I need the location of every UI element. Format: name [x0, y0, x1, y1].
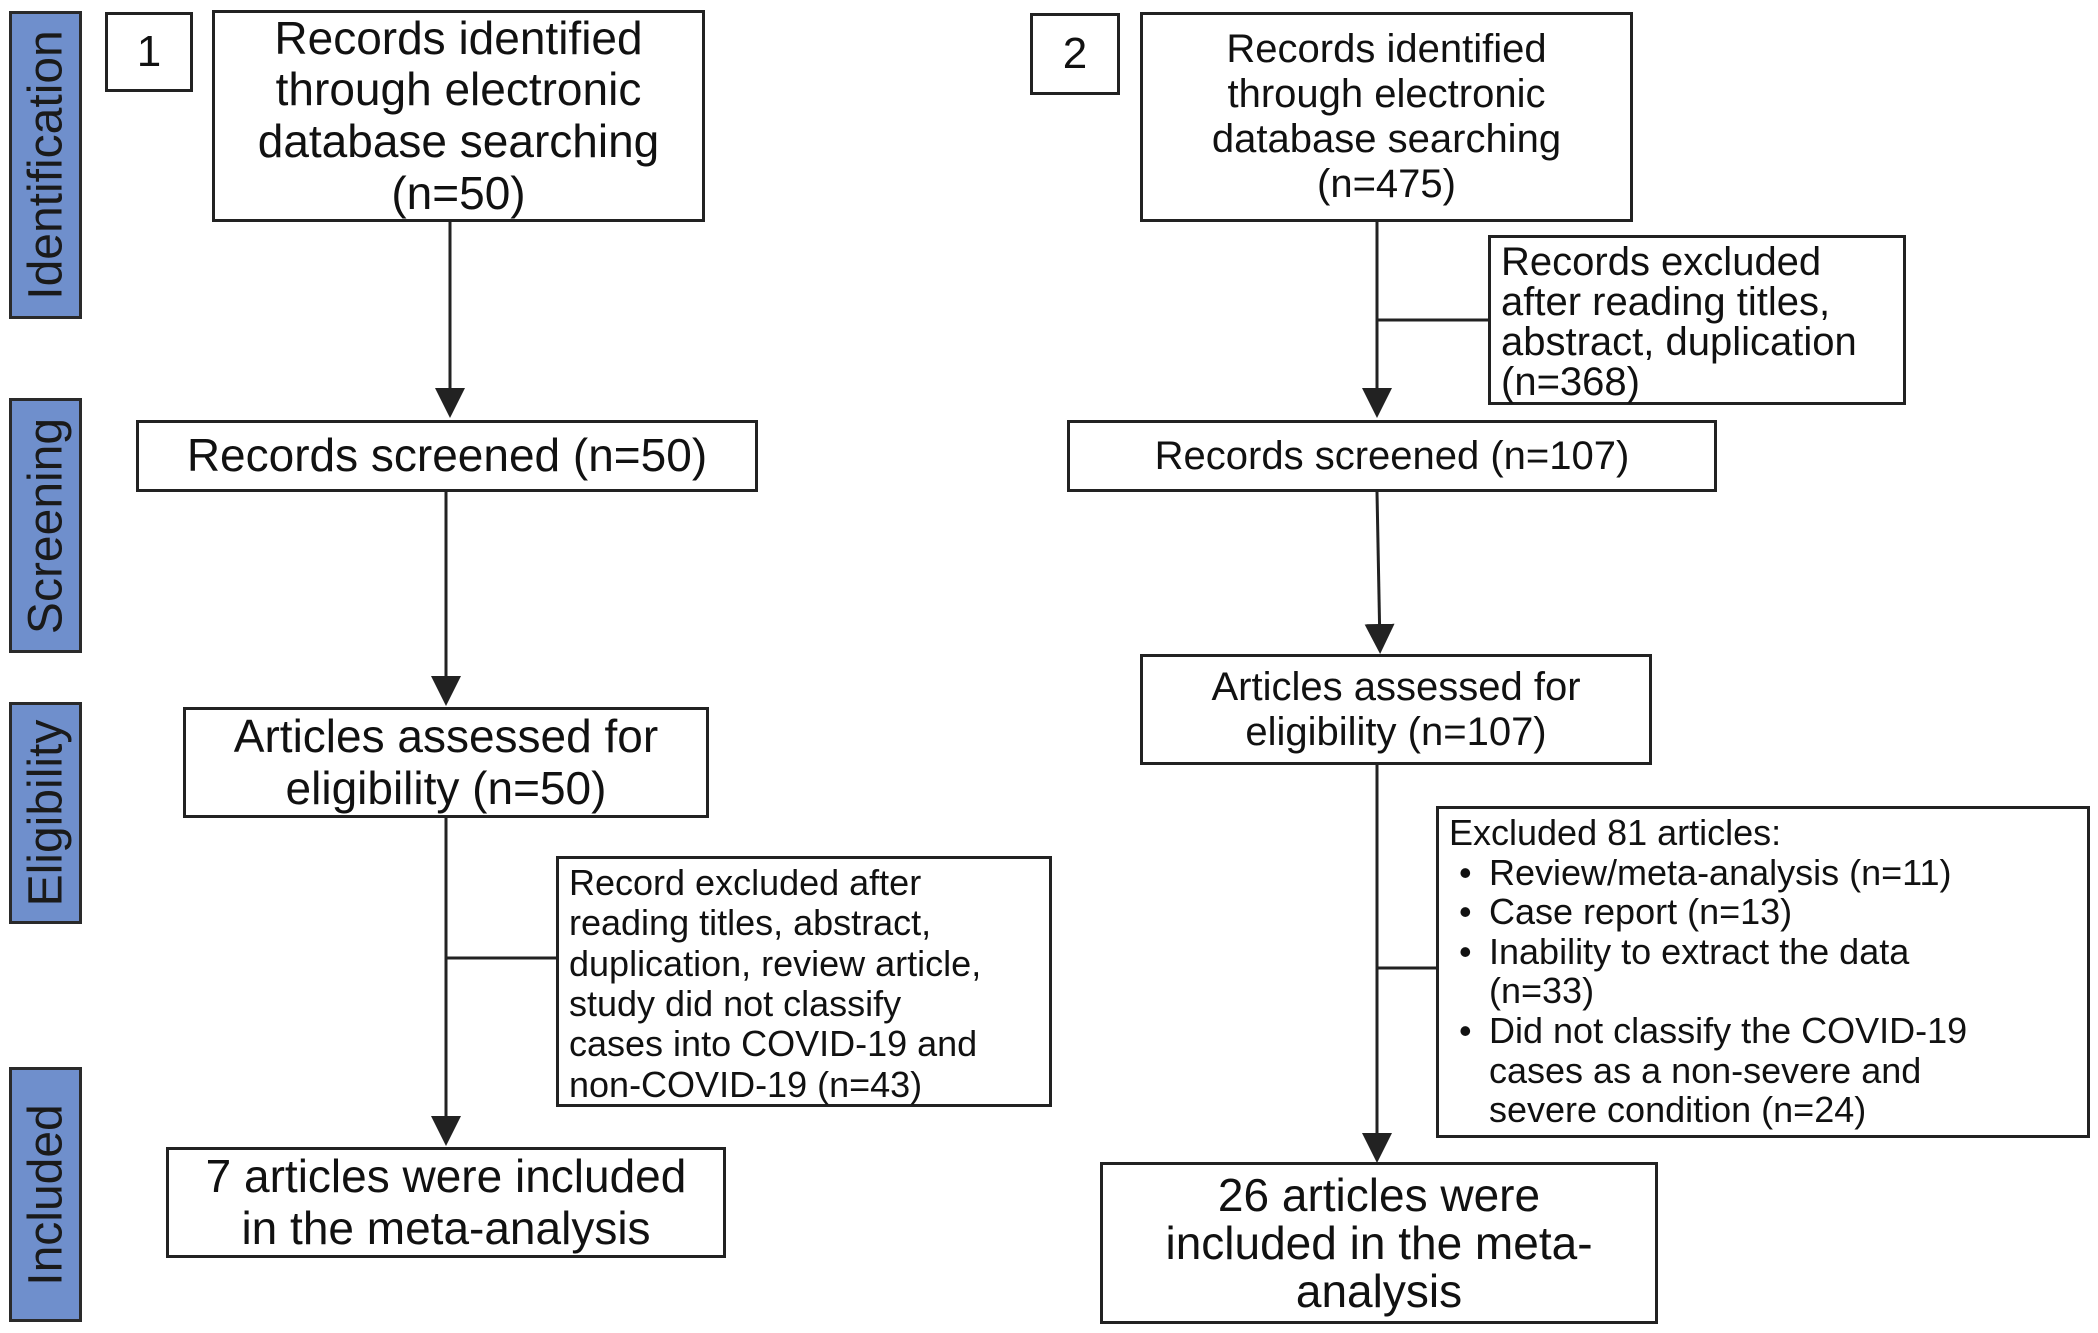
text-line: database searching — [1211, 117, 1562, 161]
flow-1-assessed-text: Articles assessed for eligibility (n=50) — [233, 709, 659, 814]
flow-2-number: 2 — [1030, 13, 1120, 95]
stage-included-label: Included — [19, 1103, 72, 1286]
text-line: Articles assessed for — [233, 709, 659, 762]
stage-screening-label: Screening — [19, 417, 72, 634]
flow-2-excluded-list: Review/meta-analysis (n=11) Case report … — [1449, 852, 2077, 1130]
text-line: eligibility (n=50) — [285, 761, 607, 814]
text-line: through electronic — [1227, 72, 1546, 117]
excluded-list-item: Review/meta-analysis (n=11) — [1449, 852, 2077, 893]
text-line: (n=50) — [391, 166, 526, 219]
text-line: Records excluded — [1501, 240, 1822, 284]
text-line: Record excluded after — [569, 862, 922, 903]
excluded-list-item: Did not classify the COVID-19 cases as a… — [1449, 1011, 2029, 1130]
stage-identification: Identification — [9, 11, 82, 319]
flow-2-screened-text: Records screened (n=107) — [1154, 433, 1630, 478]
text-line: analysis — [1295, 1265, 1463, 1318]
flow-2-excluded-titles-text: Records excluded after reading titles, a… — [1501, 242, 1893, 402]
text-line: eligibility (n=107) — [1245, 709, 1547, 754]
text-line: database searching — [257, 115, 660, 167]
flow-2-excluded-header: Excluded 81 articles: — [1449, 812, 1782, 853]
flow-2-excluded-list-box: Excluded 81 articles: Review/meta-analys… — [1436, 806, 2090, 1138]
text-line: Records identified — [1226, 27, 1547, 72]
flow-1-excluded-text: Record excluded after reading titles, ab… — [569, 862, 1039, 1105]
stage-eligibility-label: Eligibility — [19, 719, 72, 907]
flow-2-excluded-titles-box: Records excluded after reading titles, a… — [1488, 235, 1906, 405]
flow-1-screened-text: Records screened (n=50) — [186, 429, 708, 482]
flow-1-included-box: 7 articles were included in the meta-ana… — [166, 1147, 726, 1258]
stage-identification-label: Identification — [19, 30, 72, 300]
flow-1-excluded-box: Record excluded after reading titles, ab… — [556, 856, 1052, 1107]
arrow-screened-to-assessed-2 — [1364, 491, 1395, 654]
flow-1-included-text: 7 articles were included in the meta-ana… — [205, 1149, 687, 1254]
text-line: (n=368) — [1501, 360, 1640, 404]
flow-1-assessed-box: Articles assessed for eligibility (n=50) — [183, 707, 709, 818]
text-line: duplication, review article, — [569, 942, 982, 984]
stage-screening: Screening — [9, 398, 82, 653]
excluded-list-item: Case report (n=13) — [1449, 892, 2077, 932]
flow-1-screened-box: Records screened (n=50) — [136, 420, 758, 492]
flow-1-identified-box: Records identified through electronic da… — [212, 10, 705, 222]
flow-1-identified-text: Records identified through electronic da… — [257, 11, 660, 219]
flow-2-assessed-box: Articles assessed for eligibility (n=107… — [1140, 654, 1652, 765]
flow-2-number-text: 2 — [1062, 29, 1088, 79]
flow-2-identified-box: Records identified through electronic da… — [1140, 12, 1633, 222]
text-line: through electronic — [275, 63, 642, 116]
text-line: Articles assessed for — [1211, 664, 1581, 709]
text-line: abstract, duplication — [1501, 320, 1857, 364]
text-line: reading titles, abstract, — [569, 902, 932, 944]
text-line: in the meta-analysis — [241, 1201, 651, 1254]
text-line: Records identified — [274, 11, 643, 64]
stage-included: Included — [9, 1067, 82, 1322]
excluded-list-item: Inability to extract the data (n=33) — [1449, 931, 2009, 1011]
flow-1-number-text: 1 — [136, 27, 162, 77]
text-line: 26 articles were — [1217, 1168, 1541, 1221]
text-line: cases into COVID-19 and — [569, 1023, 978, 1065]
flow-2-included-text: 26 articles were included in the meta- a… — [1165, 1168, 1593, 1318]
flow-2-screened-box: Records screened (n=107) — [1067, 420, 1717, 492]
flow-1-number: 1 — [105, 12, 193, 92]
text-line: 7 articles were included — [205, 1149, 687, 1202]
text-line: (n=475) — [1317, 161, 1456, 206]
flow-2-assessed-text: Articles assessed for eligibility (n=107… — [1211, 665, 1580, 755]
stage-eligibility: Eligibility — [9, 702, 82, 924]
text-line: included in the meta- — [1165, 1216, 1593, 1269]
text-line: non-COVID-19 (n=43) — [569, 1063, 923, 1105]
flow-2-included-box: 26 articles were included in the meta- a… — [1100, 1162, 1658, 1324]
text-line: after reading titles, — [1501, 280, 1831, 324]
flow-2-identified-text: Records identified through electronic da… — [1212, 27, 1561, 206]
text-line: study did not classify — [569, 982, 902, 1024]
